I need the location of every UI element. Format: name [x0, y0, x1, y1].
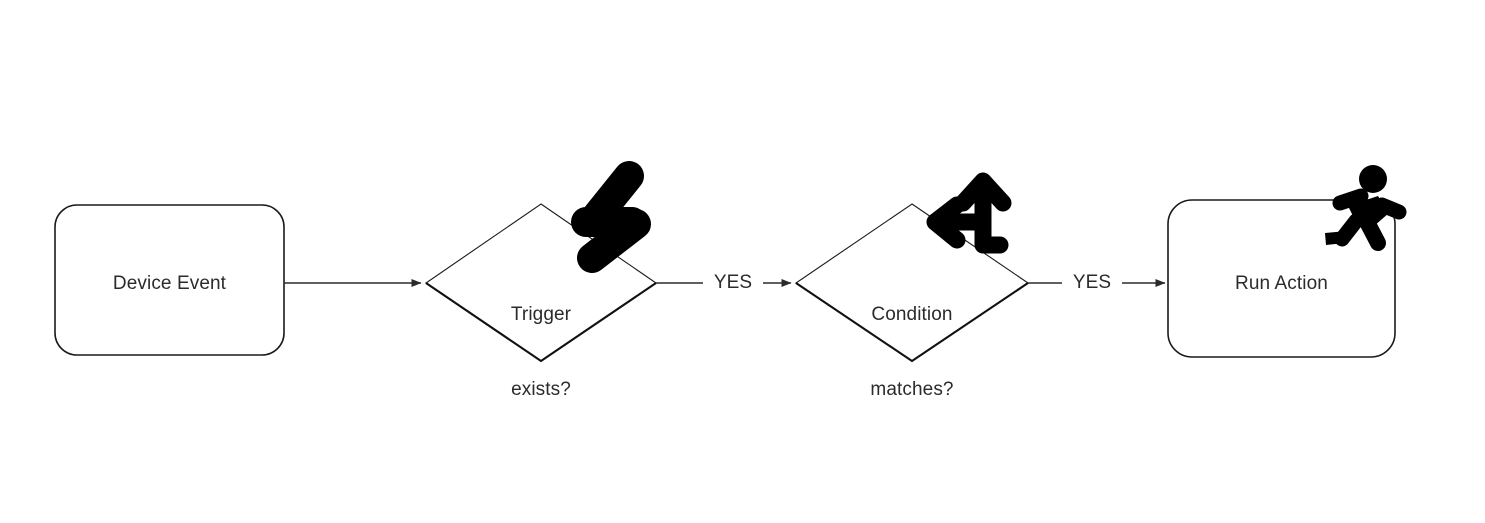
lightning-bolt-icon	[571, 161, 651, 273]
node-device-event-shape[interactable]	[54, 204, 285, 356]
node-trigger-exists-shadow-edges	[425, 282, 657, 363]
node-condition-matches-shadow-edges	[795, 282, 1029, 363]
branch-arrows-icon	[926, 172, 1012, 254]
edge-label-yes-2: YES	[1072, 272, 1112, 293]
running-person-icon	[1325, 165, 1407, 251]
edge-label-yes-1: YES	[713, 272, 753, 293]
node-condition-matches-shape[interactable]	[795, 203, 1029, 362]
